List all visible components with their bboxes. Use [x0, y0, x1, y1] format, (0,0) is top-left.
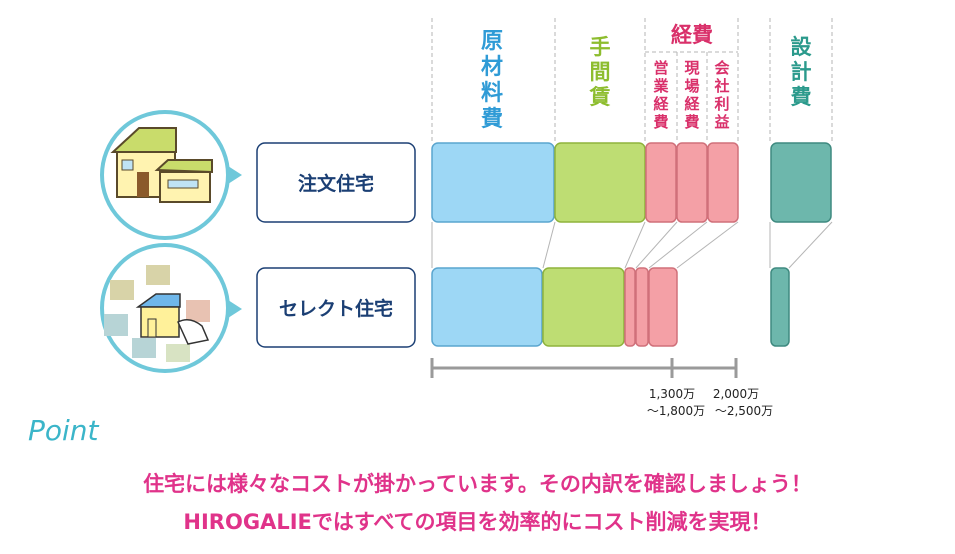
column-headers: 原材料費 手間賃 経費 営業経費 現場経費 会社利益 設計費	[481, 23, 813, 132]
custom-home-bars	[431, 142, 832, 223]
custom-sales-bar	[645, 142, 677, 223]
materials-label: 原材料費	[481, 29, 503, 132]
scale-tick2-line1: 2,000万	[713, 387, 759, 401]
select-house-illustration	[100, 243, 242, 373]
scale-tick2-line2: ～2,500万	[715, 404, 773, 418]
custom-design-bar	[770, 142, 832, 223]
point-label: Point	[28, 414, 99, 447]
select-home-bars	[431, 267, 790, 347]
select-home-label: セレクト住宅	[279, 297, 393, 320]
select-design-bar	[770, 267, 790, 347]
select-materials-bar	[431, 267, 543, 347]
scale-tick1-line2: ～1,800万	[647, 404, 705, 418]
select-sales-bar	[624, 267, 636, 347]
message-line-1: 住宅には様々なコストが掛かっています。その内訳を確認しましょう！	[143, 472, 812, 496]
company-profit-label: 会社利益	[713, 59, 729, 131]
sales-expenses-label: 営業経費	[652, 59, 669, 131]
cost-scale: 1,300万 ～1,800万 2,000万 ～2,500万	[430, 358, 773, 418]
select-site-bar	[635, 267, 649, 347]
custom-site-bar	[676, 142, 708, 223]
custom-materials-bar	[431, 142, 555, 223]
connector-lines	[431, 221, 833, 269]
custom-home-label: 注文住宅	[298, 172, 374, 195]
select-labor-bar	[542, 267, 625, 347]
custom-house-illustration	[100, 110, 242, 240]
select-profit-bar	[648, 267, 678, 347]
custom-labor-bar	[554, 142, 646, 223]
custom-profit-bar	[707, 142, 739, 223]
expenses-label: 経費	[671, 23, 713, 47]
scale-tick1-line1: 1,300万	[649, 387, 695, 401]
row-label-boxes: 注文住宅 セレクト住宅	[256, 142, 416, 348]
message-line-2: HIROGALIEではすべての項目を効率的にコスト削減を実現！	[183, 510, 772, 534]
site-expenses-label: 現場経費	[684, 59, 700, 131]
column-guides	[431, 18, 833, 142]
labor-label: 手間賃	[589, 35, 611, 109]
design-fee-label: 設計費	[791, 35, 813, 109]
